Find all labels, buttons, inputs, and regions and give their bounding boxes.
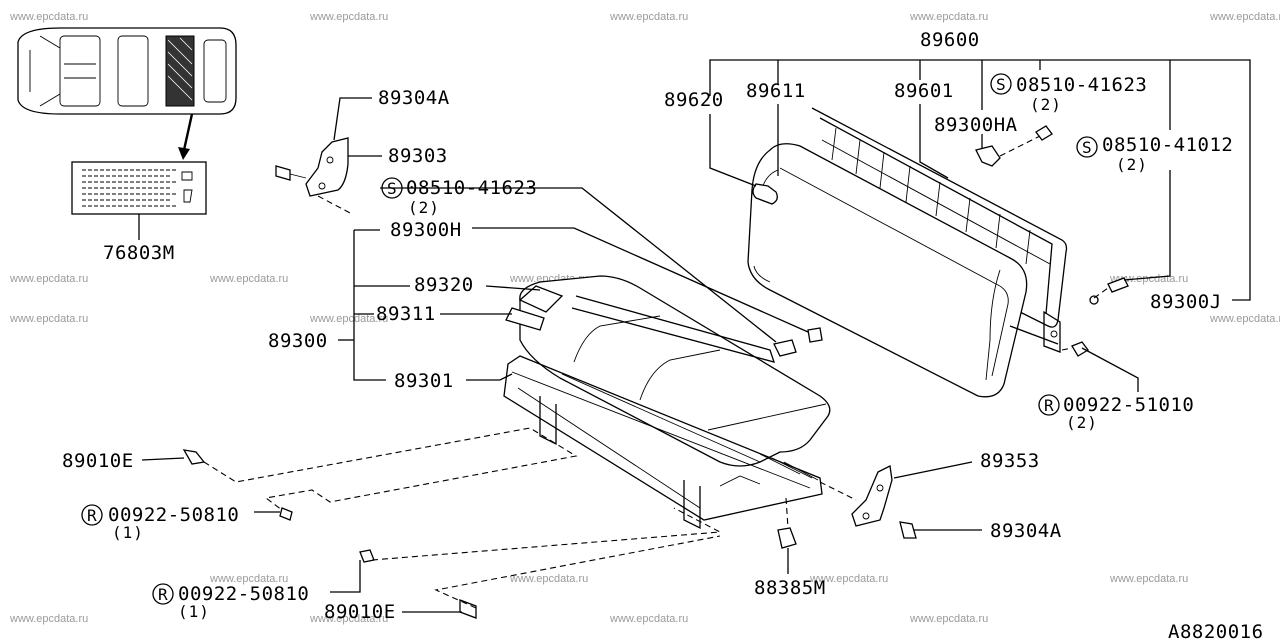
screw-mark: S <box>1082 138 1092 157</box>
label-plate-icon <box>71 161 207 240</box>
rivet-mark: R <box>1044 396 1054 415</box>
watermark: www.epcdata.ru <box>909 11 988 23</box>
screw-mark-icon <box>381 177 403 199</box>
rivet-mark: R <box>87 506 97 525</box>
seat-back-assembly <box>747 107 1129 398</box>
vehicle-locator-icon <box>17 27 237 160</box>
lower-fasteners <box>182 427 797 619</box>
watermark: www.epcdata.ru <box>9 273 88 285</box>
callout-89300: 89300 <box>268 330 328 352</box>
qty-08510-41012: (2) <box>1116 155 1148 174</box>
callout-89611: 89611 <box>746 80 806 102</box>
callout-08510-41012: 08510-41012 <box>1102 134 1233 156</box>
callout-89620: 89620 <box>664 89 724 111</box>
qty-00922-50810-bottom: (1) <box>178 602 210 621</box>
watermark: www.epcdata.ru <box>509 573 588 585</box>
callout-89010E-bottom: 89010E <box>324 601 396 623</box>
callout-89300H: 89300H <box>390 219 462 241</box>
callout-89301: 89301 <box>394 370 454 392</box>
watermark: www.epcdata.ru <box>209 273 288 285</box>
callout-08510-41623-top: 08510-41623 <box>1016 74 1147 96</box>
figure-code: A8820016 <box>1168 621 1264 640</box>
rivet-mark-icon <box>152 583 174 605</box>
watermark: www.epcdata.ru <box>1209 11 1280 23</box>
screw-mark: S <box>387 179 397 198</box>
watermark: www.epcdata.ru <box>9 613 88 625</box>
callout-89320: 89320 <box>414 274 474 296</box>
watermark: www.epcdata.ru <box>9 313 88 325</box>
rivet-mark-icon <box>1038 394 1060 416</box>
watermark: www.epcdata.ru <box>909 613 988 625</box>
callout-00922-51010: 00922-51010 <box>1063 394 1194 416</box>
prefix-marks: S S R S R R <box>81 73 1098 605</box>
callout-89353: 89353 <box>980 450 1040 472</box>
callout-89010E-top: 89010E <box>62 450 134 472</box>
rivet-mark: R <box>158 585 168 604</box>
watermark: www.epcdata.ru <box>609 613 688 625</box>
rivet-mark-icon <box>81 504 103 526</box>
watermark: www.epcdata.ru <box>609 11 688 23</box>
callout-89311: 89311 <box>376 303 436 325</box>
watermark: www.epcdata.ru <box>309 613 388 625</box>
callout-labels: 89600 89620 89611 89601 89300HA 08510-41… <box>62 29 1264 640</box>
qty-00922-50810-top: (1) <box>112 523 144 542</box>
callout-76803M: 76803M <box>103 242 175 264</box>
callout-00922-50810-bottom: 00922-50810 <box>178 583 309 605</box>
hinge-plate-left <box>275 137 353 215</box>
watermark: www.epcdata.ru <box>1109 573 1188 585</box>
callout-89600: 89600 <box>920 29 980 51</box>
callout-89304A-bottom: 89304A <box>990 520 1062 542</box>
qty-00922-51010: (2) <box>1066 413 1098 432</box>
qty-08510-41623-mid: (2) <box>408 198 440 217</box>
hinge-plate-right <box>819 465 917 539</box>
callout-89300HA: 89300HA <box>934 114 1018 136</box>
callout-08510-41623-mid: 08510-41623 <box>406 177 537 199</box>
seat-cushion-assembly <box>503 275 831 530</box>
watermark: www.epcdata.ru <box>809 573 888 585</box>
watermark: www.epcdata.ru <box>309 313 388 325</box>
callout-00922-50810-top: 00922-50810 <box>108 504 239 526</box>
callout-89304A-top: 89304A <box>378 87 450 109</box>
watermark: www.epcdata.ru <box>1209 313 1280 325</box>
screw-mark: S <box>996 75 1006 94</box>
callout-89601: 89601 <box>894 80 954 102</box>
leader-lines <box>141 59 1251 613</box>
qty-08510-41623-top: (2) <box>1030 95 1062 114</box>
watermark: www.epcdata.ru <box>9 11 88 23</box>
watermark: www.epcdata.ru <box>309 11 388 23</box>
callout-89303: 89303 <box>388 145 448 167</box>
callout-88385M: 88385M <box>754 577 826 599</box>
screw-mark-icon <box>990 73 1012 95</box>
screw-mark-icon <box>1076 136 1098 158</box>
watermark: www.epcdata.ru <box>209 573 288 585</box>
callout-89300J: 89300J <box>1150 291 1222 313</box>
